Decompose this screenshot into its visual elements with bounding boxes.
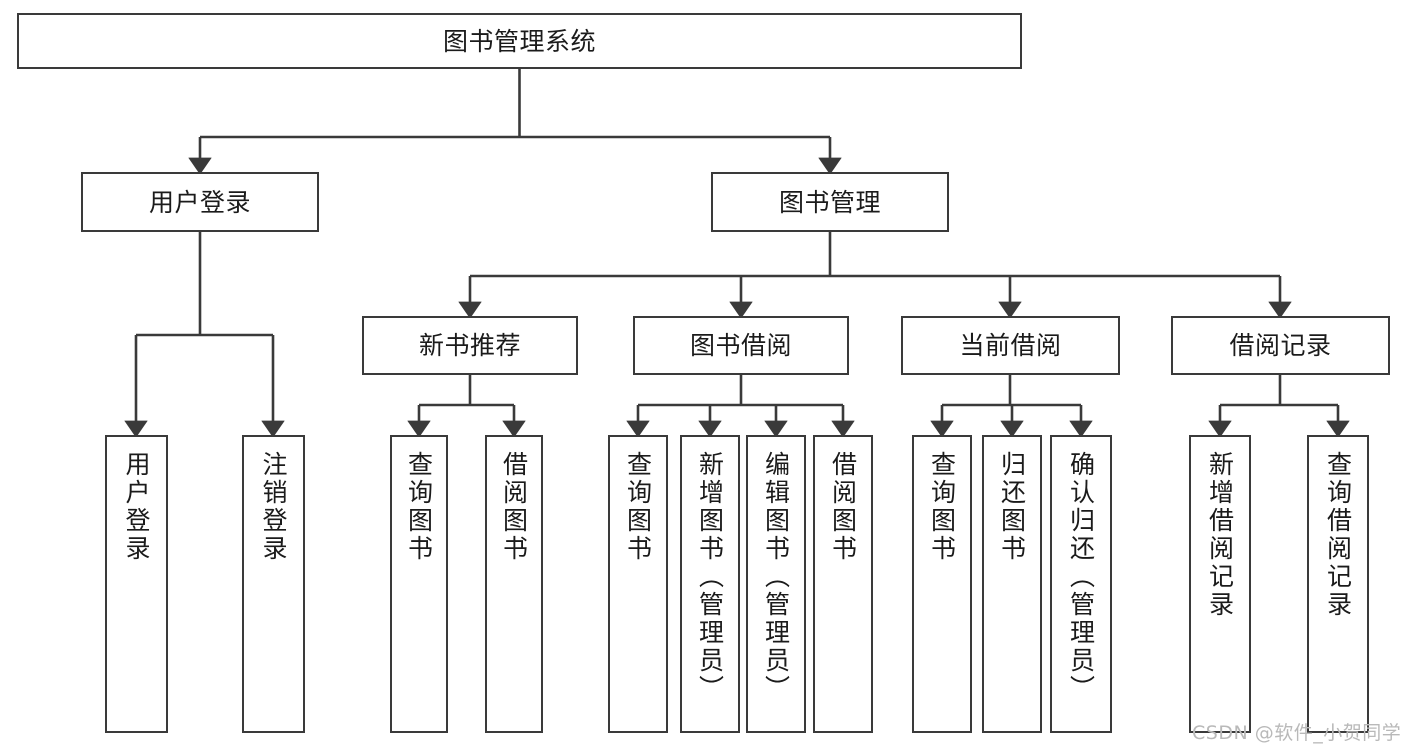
node-leaf-edit-book[interactable]: 编辑图书（管理员） (746, 435, 806, 733)
node-leaf-query-record[interactable]: 查询借阅记录 (1307, 435, 1369, 733)
node-label: 查询借阅记录 (1323, 451, 1353, 619)
node-leaf-borrow-book-2[interactable]: 借阅图书 (813, 435, 873, 733)
node-user-login[interactable]: 用户登录 (81, 172, 319, 232)
node-leaf-add-book[interactable]: 新增图书（管理员） (680, 435, 740, 733)
node-label: 图书借阅 (689, 331, 792, 360)
node-leaf-return-book[interactable]: 归还图书 (982, 435, 1042, 733)
node-label: 新增借阅记录 (1205, 451, 1235, 619)
node-label: 新增图书（管理员） (695, 451, 725, 703)
node-label: 查询图书 (927, 451, 957, 563)
node-label: 图书管理 (778, 187, 881, 217)
node-label: 编辑图书（管理员） (761, 451, 791, 703)
node-label: 确认归还（管理员） (1066, 451, 1096, 703)
node-label: 当前借阅 (959, 331, 1062, 360)
node-label: 用户登录 (148, 187, 251, 217)
node-label: 查询图书 (623, 451, 653, 563)
node-leaf-query-book-2[interactable]: 查询图书 (608, 435, 668, 733)
node-leaf-query-book-3[interactable]: 查询图书 (912, 435, 972, 733)
node-label: 借阅图书 (499, 451, 529, 563)
node-label: 借阅图书 (828, 451, 858, 563)
node-label: 借阅记录 (1229, 331, 1332, 360)
node-book-borrow[interactable]: 图书借阅 (633, 316, 849, 375)
node-label: 图书管理系统 (442, 26, 596, 56)
node-new-book-recommend[interactable]: 新书推荐 (362, 316, 578, 375)
watermark-text: CSDN @软件_小贺同学 (1192, 722, 1402, 744)
node-current-borrow[interactable]: 当前借阅 (901, 316, 1120, 375)
node-borrow-record[interactable]: 借阅记录 (1171, 316, 1390, 375)
node-leaf-confirm-return[interactable]: 确认归还（管理员） (1050, 435, 1112, 733)
node-leaf-logout-login[interactable]: 注销登录 (242, 435, 305, 733)
node-label: 归还图书 (997, 451, 1027, 563)
node-label: 查询图书 (404, 451, 434, 563)
node-book-manage[interactable]: 图书管理 (711, 172, 949, 232)
node-leaf-user-login[interactable]: 用户登录 (105, 435, 168, 733)
node-label: 注销登录 (259, 451, 288, 563)
node-leaf-add-record[interactable]: 新增借阅记录 (1189, 435, 1251, 733)
node-leaf-borrow-book-1[interactable]: 借阅图书 (485, 435, 543, 733)
node-label: 用户登录 (122, 451, 151, 563)
node-leaf-query-book-1[interactable]: 查询图书 (390, 435, 448, 733)
node-root-system[interactable]: 图书管理系统 (17, 13, 1022, 69)
node-label: 新书推荐 (418, 331, 521, 360)
